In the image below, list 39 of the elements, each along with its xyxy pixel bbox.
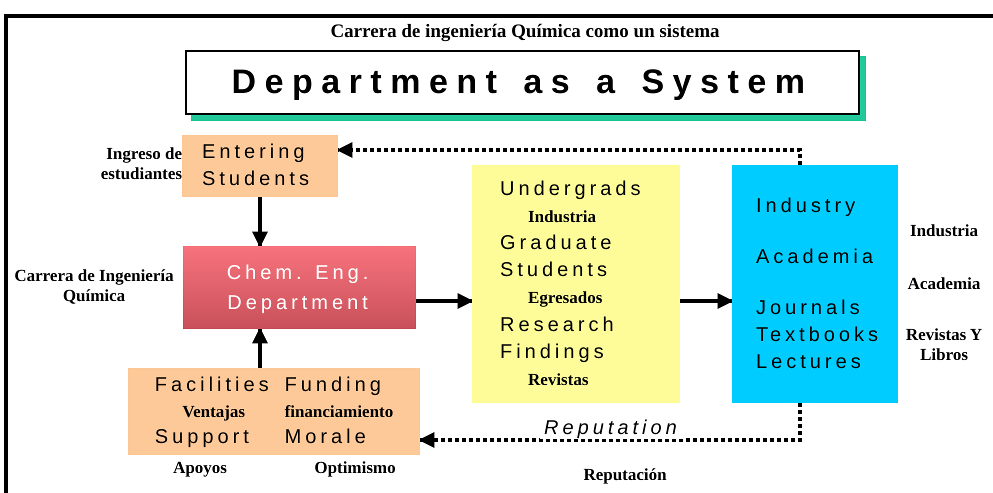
destination-box bbox=[732, 165, 898, 403]
node-text: Department as a System bbox=[232, 62, 814, 103]
translation-text: financiamiento bbox=[284, 400, 394, 423]
translation-text: Revistas bbox=[527, 368, 590, 391]
translation-text: Apoyos bbox=[172, 458, 228, 478]
resource-box bbox=[128, 368, 420, 455]
node-text: Research Findings bbox=[500, 312, 619, 365]
translation-text: Academia bbox=[906, 274, 982, 294]
dashed-arrow bbox=[336, 142, 802, 165]
arrow bbox=[680, 293, 734, 309]
node-text: Funding bbox=[284, 372, 386, 398]
arrow bbox=[252, 327, 268, 368]
node-text: Academia bbox=[756, 244, 878, 270]
node-text: Chem. Eng. Department bbox=[226, 260, 374, 316]
diagram-title: Carrera de ingeniería Química como un sistema bbox=[329, 20, 721, 44]
process-box bbox=[182, 135, 338, 197]
translation-text: Revistas Y Libros bbox=[904, 325, 984, 365]
node-text: Facilities bbox=[154, 372, 273, 398]
translation-text: Carrera de Ingeniería Química bbox=[13, 266, 175, 306]
arrow bbox=[416, 293, 474, 309]
translation-text: Industria bbox=[527, 206, 598, 228]
translation-text: Ventajas bbox=[181, 400, 246, 423]
output-box bbox=[472, 165, 680, 403]
node-text: Entering Students bbox=[202, 140, 314, 192]
translation-text: Industria bbox=[908, 221, 980, 241]
node-text: Journals Textbooks Lectures bbox=[756, 296, 884, 374]
translation-text: Ingreso de estudiantes bbox=[100, 144, 182, 184]
node-text: Graduate Students bbox=[500, 231, 616, 284]
edge-label: Reputation bbox=[540, 417, 685, 439]
node-text: Industry bbox=[756, 194, 860, 218]
node-text: Undergrads bbox=[500, 176, 646, 202]
translation-text: Optimismo bbox=[313, 458, 397, 478]
translation-text: Reputación bbox=[582, 464, 668, 486]
dashed-arrow bbox=[418, 403, 802, 448]
translation-text: Egresados bbox=[527, 287, 604, 310]
node-text: Support bbox=[154, 425, 254, 450]
process-box bbox=[183, 246, 416, 329]
arrow bbox=[252, 197, 268, 248]
node-text: Morale bbox=[284, 425, 371, 450]
